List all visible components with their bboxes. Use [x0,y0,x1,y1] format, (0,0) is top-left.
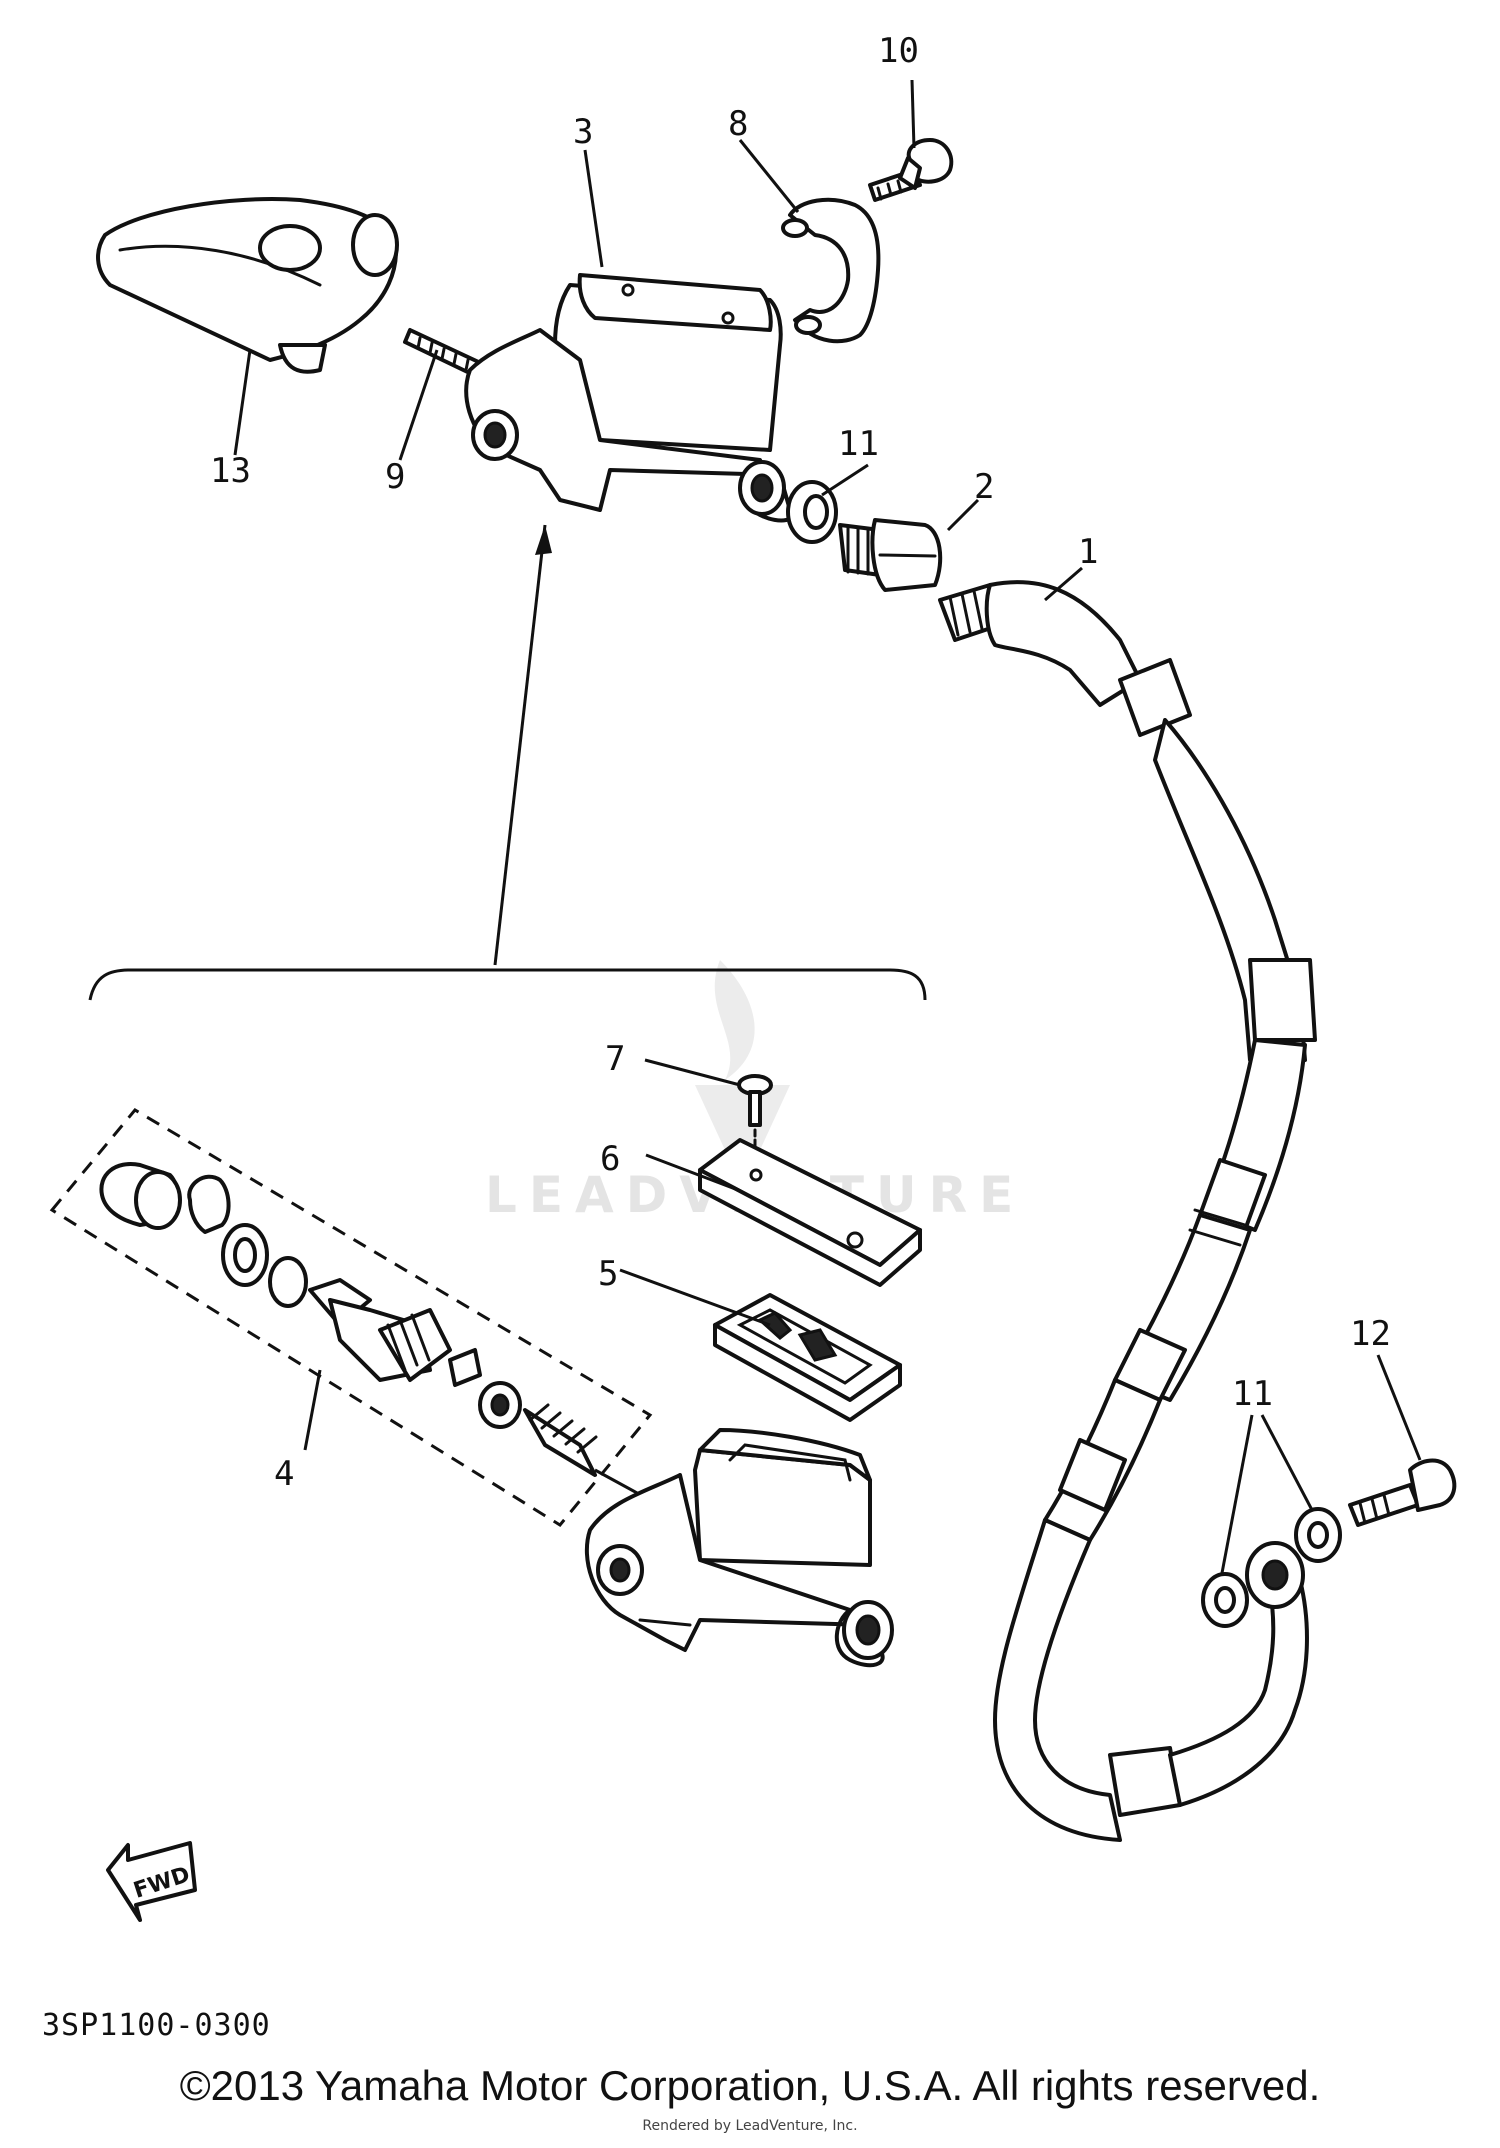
part-8-holder-clamp [781,197,881,344]
part-12-union-bolt [1348,1458,1457,1527]
part-2-union-bolt [838,518,943,592]
callout-2: 2 [974,467,994,507]
leader-lines [233,79,1422,1574]
callout-10: 10 [878,31,919,71]
part-7-screw [737,1074,773,1174]
part-3-master-cylinder [464,273,795,523]
part-4-piston-kit [49,1108,653,1527]
callout-1: 1 [1078,532,1098,572]
master-cylinder-body-exploded [584,1428,894,1668]
fwd-arrow-icon: FWD [106,1841,197,1922]
callout-7: 7 [605,1039,625,1079]
part-11-washer-top [786,480,838,544]
assembly-bracket [88,524,927,1001]
part-1-brake-hose [938,580,1317,1842]
rendered-by-credit: Rendered by LeadVenture, Inc. [642,2118,858,2134]
part-10-bolt [868,138,954,202]
callout-12: 12 [1350,1314,1391,1354]
callout-5: 5 [598,1254,618,1294]
callout-4: 4 [274,1454,294,1494]
part-13-lever-cover [96,197,399,374]
callout-6: 6 [600,1139,620,1179]
copyright-notice: ©2013 Yamaha Motor Corporation, U.S.A. A… [179,2062,1321,2109]
callout-11-bottom: 11 [1232,1374,1273,1414]
callout-3: 3 [573,112,593,152]
diagram-code: 3SP1100-0300 [42,2008,271,2043]
part-11-washers-bottom [1201,1507,1342,1628]
callout-11-top: 11 [838,424,879,464]
callout-8: 8 [728,104,748,144]
callout-9: 9 [385,457,405,497]
callout-13: 13 [210,451,251,491]
part-6-reservoir-cap [698,1138,922,1287]
callout-labels: 1 2 3 4 5 6 7 8 9 10 11 11 12 13 [210,31,1391,1494]
